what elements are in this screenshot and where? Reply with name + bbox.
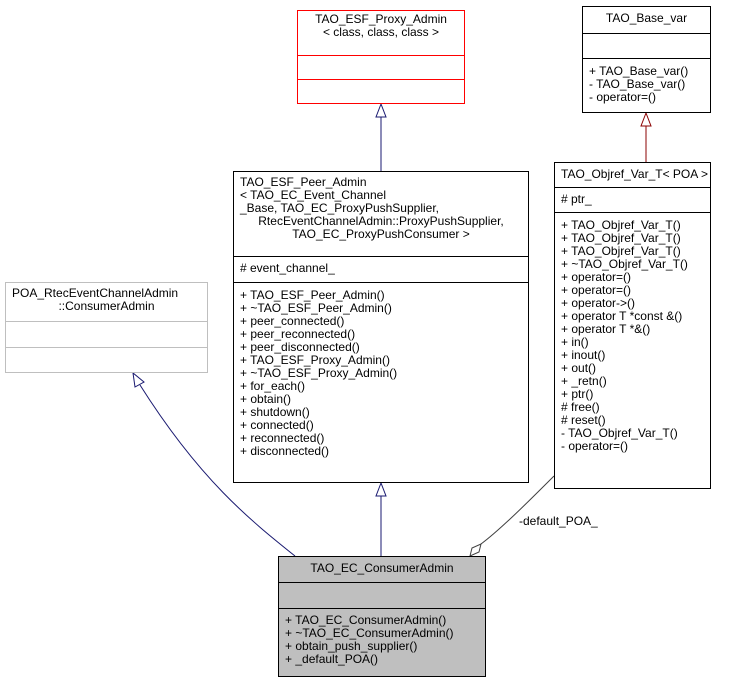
methods-section: + TAO_Objref_Var_T()+ TAO_Objref_Var_T()… xyxy=(555,212,710,488)
method-item: + TAO_ESF_Peer_Admin() xyxy=(240,288,385,302)
method-item: + TAO_Objref_Var_T() xyxy=(561,231,681,245)
method-item: + peer_connected() xyxy=(240,314,345,328)
inherit-edge-consumer-to-poa xyxy=(132,371,296,557)
method-item: + ~TAO_EC_ConsumerAdmin() xyxy=(285,626,454,640)
method-item: + reconnected() xyxy=(240,431,325,445)
method-item: + ptr() xyxy=(561,387,594,401)
inherit-edge-objref-to-basevar xyxy=(640,111,652,162)
method-item: + ~TAO_ESF_Peer_Admin() xyxy=(240,301,392,315)
method-item: + TAO_ESF_Proxy_Admin() xyxy=(240,353,390,367)
method-item: - operator=() xyxy=(561,439,629,453)
class-tao-esf-peer-admin[interactable]: TAO_ESF_Peer_Admin < TAO_EC_Event_Channe… xyxy=(233,171,529,483)
method-item: - TAO_Objref_Var_T() xyxy=(561,426,678,440)
method-item: + _default_POA() xyxy=(285,652,379,666)
method-item: + ~TAO_Objref_Var_T() xyxy=(561,257,688,271)
class-title: TAO_EC_ConsumerAdmin xyxy=(310,561,454,575)
inherit-edge-consumer-to-peer xyxy=(375,481,387,556)
methods-section: + TAO_ESF_Peer_Admin()+ ~TAO_ESF_Peer_Ad… xyxy=(234,282,528,482)
method-item: + disconnected() xyxy=(240,444,330,458)
method-item: + peer_disconnected() xyxy=(240,340,360,354)
methods-section xyxy=(6,347,207,372)
methods-section: + TAO_Base_var() - TAO_Base_var() - oper… xyxy=(583,58,710,112)
class-tao-esf-proxy-admin[interactable]: TAO_ESF_Proxy_Admin < class, class, clas… xyxy=(297,10,465,104)
class-title: TAO_ESF_Proxy_Admin < class, class, clas… xyxy=(315,12,447,39)
class-title: TAO_ESF_Peer_Admin < TAO_EC_Event_Channe… xyxy=(240,175,504,241)
method-item: # reset() xyxy=(561,413,606,427)
method-item: + _retn() xyxy=(561,374,607,388)
attributes-section xyxy=(583,33,710,58)
inherit-edge-peer-to-proxy xyxy=(375,102,387,171)
attributes-section xyxy=(279,582,485,608)
method-item: + operator->() xyxy=(561,296,636,310)
method-item: + obtain() xyxy=(240,392,292,406)
method-item: + operator T *const &() xyxy=(561,309,683,323)
method-item: + shutdown() xyxy=(240,405,310,419)
method-item: + for_each() xyxy=(240,379,306,393)
method-item: + operator=() xyxy=(561,283,632,297)
method-item: + obtain_push_supplier() xyxy=(285,639,418,653)
attributes-section xyxy=(298,55,464,79)
methods-section xyxy=(298,79,464,103)
method-item: + peer_reconnected() xyxy=(240,327,356,341)
method-item: + out() xyxy=(561,361,597,375)
attributes-section: # ptr_ xyxy=(555,187,710,212)
class-title: TAO_Base_var xyxy=(605,11,688,25)
class-tao-base-var[interactable]: TAO_Base_var + TAO_Base_var() - TAO_Base… xyxy=(582,6,711,113)
aggregation-label: -default_POA_ xyxy=(519,514,598,528)
method-item: + ~TAO_ESF_Proxy_Admin() xyxy=(240,366,398,380)
attributes-section xyxy=(6,321,207,347)
aggregation-edge-default-poa xyxy=(469,475,555,557)
class-poa-rtec-consumer-admin[interactable]: POA_RtecEventChannelAdmin ::ConsumerAdmi… xyxy=(5,282,208,373)
method-item: + operator=() xyxy=(561,270,632,284)
class-tao-ec-consumer-admin[interactable]: TAO_EC_ConsumerAdmin + TAO_EC_ConsumerAd… xyxy=(278,556,486,677)
method-item: + TAO_Objref_Var_T() xyxy=(561,218,681,232)
class-tao-objref-var-t[interactable]: TAO_Objref_Var_T< POA > # ptr_ + TAO_Obj… xyxy=(554,162,711,489)
method-item: + in() xyxy=(561,335,589,349)
method-item: + operator T *&() xyxy=(561,322,651,336)
method-item: + inout() xyxy=(561,348,606,362)
class-title: POA_RtecEventChannelAdmin ::ConsumerAdmi… xyxy=(12,286,179,313)
class-title: TAO_Objref_Var_T< POA > xyxy=(561,167,708,181)
attributes-section: # event_channel_ xyxy=(234,256,528,282)
method-item: + TAO_Objref_Var_T() xyxy=(561,244,681,258)
method-item: # free() xyxy=(561,400,600,414)
method-item: + connected() xyxy=(240,418,314,432)
methods-section: + TAO_EC_ConsumerAdmin()+ ~TAO_EC_Consum… xyxy=(279,608,485,676)
method-item: + TAO_EC_ConsumerAdmin() xyxy=(285,613,447,627)
